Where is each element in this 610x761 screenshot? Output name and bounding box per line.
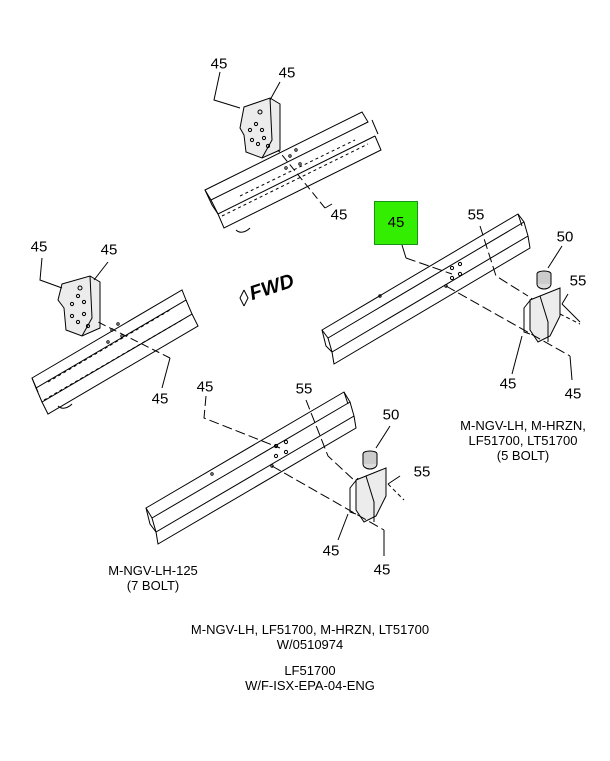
bracket-bottom [349, 450, 387, 523]
callout-45[interactable]: 45 [330, 206, 348, 224]
callout-45[interactable]: 45 [100, 241, 118, 259]
fwd-arrow-icon [239, 289, 249, 307]
callout-50[interactable]: 50 [382, 406, 400, 424]
rail-middle-left [31, 289, 199, 415]
leaders-right [401, 225, 581, 381]
rail-top-left [204, 111, 382, 233]
rail-bottom [145, 391, 357, 545]
bracket-top-left [239, 97, 281, 159]
callout-45[interactable]: 45 [151, 390, 169, 408]
callout-55[interactable]: 55 [569, 272, 587, 290]
rail-right [321, 213, 531, 365]
leaders-middle-left [39, 257, 171, 389]
leaders-bottom [203, 395, 405, 556]
highlighted-callout[interactable]: 45 [374, 201, 418, 245]
callout-55[interactable]: 55 [413, 463, 431, 481]
caption-left-config: M-NGV-LH-125 (7 BOLT) [108, 563, 198, 593]
callout-45[interactable]: 45 [373, 561, 391, 579]
caption-applicability-1: M-NGV-LH, LF51700, M-HRZN, LT51700 W/051… [190, 622, 430, 652]
callout-45[interactable]: 45 [564, 385, 582, 403]
highlighted-callout-label: 45 [387, 214, 405, 231]
callout-50[interactable]: 50 [556, 228, 574, 246]
bracket-right [523, 270, 561, 343]
callout-55[interactable]: 55 [467, 206, 485, 224]
callout-45[interactable]: 45 [499, 375, 517, 393]
callout-45[interactable]: 45 [30, 238, 48, 256]
callout-45[interactable]: 45 [278, 64, 296, 82]
callout-45[interactable]: 45 [210, 55, 228, 73]
callout-45[interactable]: 45 [196, 378, 214, 396]
callout-45[interactable]: 45 [322, 542, 340, 560]
leaders-top-left [213, 71, 333, 209]
bracket-middle-left [57, 275, 101, 337]
caption-right-config: M-NGV-LH, M-HRZN, LF51700, LT51700 (5 BO… [460, 418, 586, 463]
caption-applicability-2: LF51700 W/F-ISX-EPA-04-ENG [245, 663, 375, 693]
callout-55[interactable]: 55 [295, 380, 313, 398]
